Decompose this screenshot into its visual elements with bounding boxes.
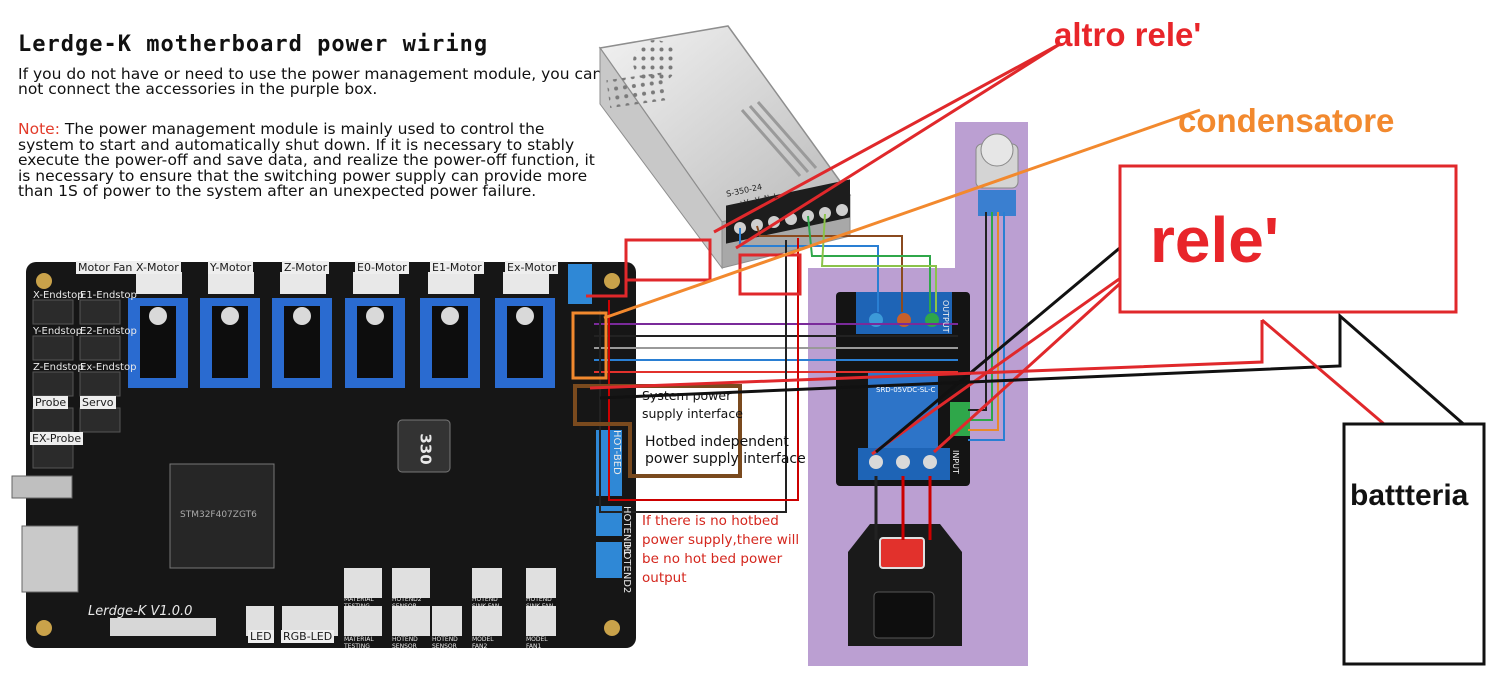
red-lead-rele-2 — [932, 258, 1148, 454]
hotbed-power-label: Hotbed independent power supply interfac… — [645, 434, 806, 468]
page-title: Lerdge-K motherboard power wiring — [18, 32, 489, 57]
hotbed-power-label-2: power supply interface — [645, 451, 806, 467]
label-ex-endstop: Ex-Endstop — [80, 362, 137, 373]
system-power-label: System power supply interface — [642, 387, 743, 423]
label-board-name: Lerdge-K V1.0.0 — [88, 604, 193, 619]
note-text: Note: The power management module is mai… — [18, 120, 598, 200]
orange-box — [571, 311, 608, 380]
annotation-line-altro-1 — [713, 42, 1061, 234]
ribbon-connector — [110, 618, 216, 636]
annotation-rele: rele' — [1150, 204, 1280, 276]
red-lead-batteria — [1261, 318, 1385, 426]
inductor — [397, 419, 451, 473]
label-e2-endstop: E2-Endstop — [80, 326, 137, 337]
label-hotend-sensor-2: HOTEND SENSOR — [432, 636, 458, 650]
note-label: Note: — [18, 120, 60, 138]
label-hot-bed: HOT-BED — [611, 430, 622, 475]
no-hotbed-note: If there is no hotbed power supply,there… — [642, 513, 800, 586]
label-x-endstop: X-Endstop — [33, 290, 84, 301]
label-hotend2-sensor: HOTEND2 SENSOR — [392, 596, 422, 610]
label-relay-model: SRD-05VDC-SL-C — [876, 386, 936, 394]
label-z-motor: Z-Motor — [282, 261, 330, 274]
label-led: LED — [248, 630, 274, 643]
label-inductor: 330 — [416, 433, 435, 465]
power-supply-unit — [598, 25, 852, 270]
label-relay-output: OUTPUT — [941, 300, 950, 333]
label-model-fan2: MODEL FAN2 — [472, 636, 494, 650]
annotation-line-condensatore — [603, 108, 1201, 320]
annotation-line-altro-2 — [735, 42, 1061, 250]
motherboard — [11, 262, 636, 648]
red-box-1 — [624, 238, 712, 282]
relay-module — [836, 292, 970, 486]
red-lead-rele — [871, 258, 1147, 456]
label-relay-input: INPUT — [951, 450, 960, 474]
label-y-endstop: Y-Endstop — [33, 326, 83, 337]
label-e1-endstop: E1-Endstop — [80, 290, 137, 301]
label-material-testing: MATERIAL TESTING — [344, 596, 374, 610]
label-mcu: STM32F407ZGT6 — [180, 510, 257, 520]
label-hotend-sensor-1: HOTEND SENSOR — [392, 636, 418, 650]
label-x-motor: X-Motor — [134, 261, 181, 274]
red-lead-board — [589, 320, 1264, 390]
label-ex-motor: Ex-Motor — [505, 261, 559, 274]
label-hotend2: HOTEND2 — [621, 544, 632, 594]
black-lead-rele — [875, 224, 1147, 454]
hotbed-power-label-1: Hotbed independent — [645, 434, 789, 450]
rele-box — [1118, 164, 1458, 314]
annotation-batteria: battteria — [1350, 479, 1469, 512]
label-y-motor: Y-Motor — [208, 261, 254, 274]
label-hotend-sink-fan-1: HOTEND SINK FAN — [472, 596, 500, 610]
label-rgb-led: RGB-LED — [281, 630, 335, 643]
batteria-box — [1342, 422, 1486, 666]
hotbed-power-brace — [573, 412, 742, 478]
label-probe: Probe — [33, 396, 69, 409]
label-z-endstop: Z-Endstop — [33, 362, 84, 373]
label-hotend-sink-fan-2: HOTEND SINK FAN — [526, 596, 554, 610]
label-model-fan1: MODEL FAN1 — [526, 636, 548, 650]
intro-text: If you do not have or need to use the po… — [18, 65, 603, 98]
red-lead-psu — [586, 260, 628, 298]
label-motor-fan: Motor Fan — [76, 261, 135, 274]
label-e0-motor: E0-Motor — [355, 261, 409, 274]
system-power-label-1: System power — [642, 388, 732, 403]
system-power-label-2: supply interface — [642, 406, 743, 421]
power-inlet — [848, 524, 962, 646]
note-body: The power management module is mainly us… — [18, 120, 595, 200]
annotation-altro-rele: altro rele' — [1054, 16, 1202, 53]
label-material-testing-2: MATERIAL TESTING — [344, 636, 374, 650]
annotation-condensatore: condensatore — [1178, 102, 1395, 139]
label-servo: Servo — [80, 396, 116, 409]
black-lead-board — [599, 312, 1469, 430]
label-ex-probe: EX-Probe — [30, 432, 84, 445]
mcu-chip — [169, 463, 275, 569]
label-e1-motor: E1-Motor — [430, 261, 484, 274]
